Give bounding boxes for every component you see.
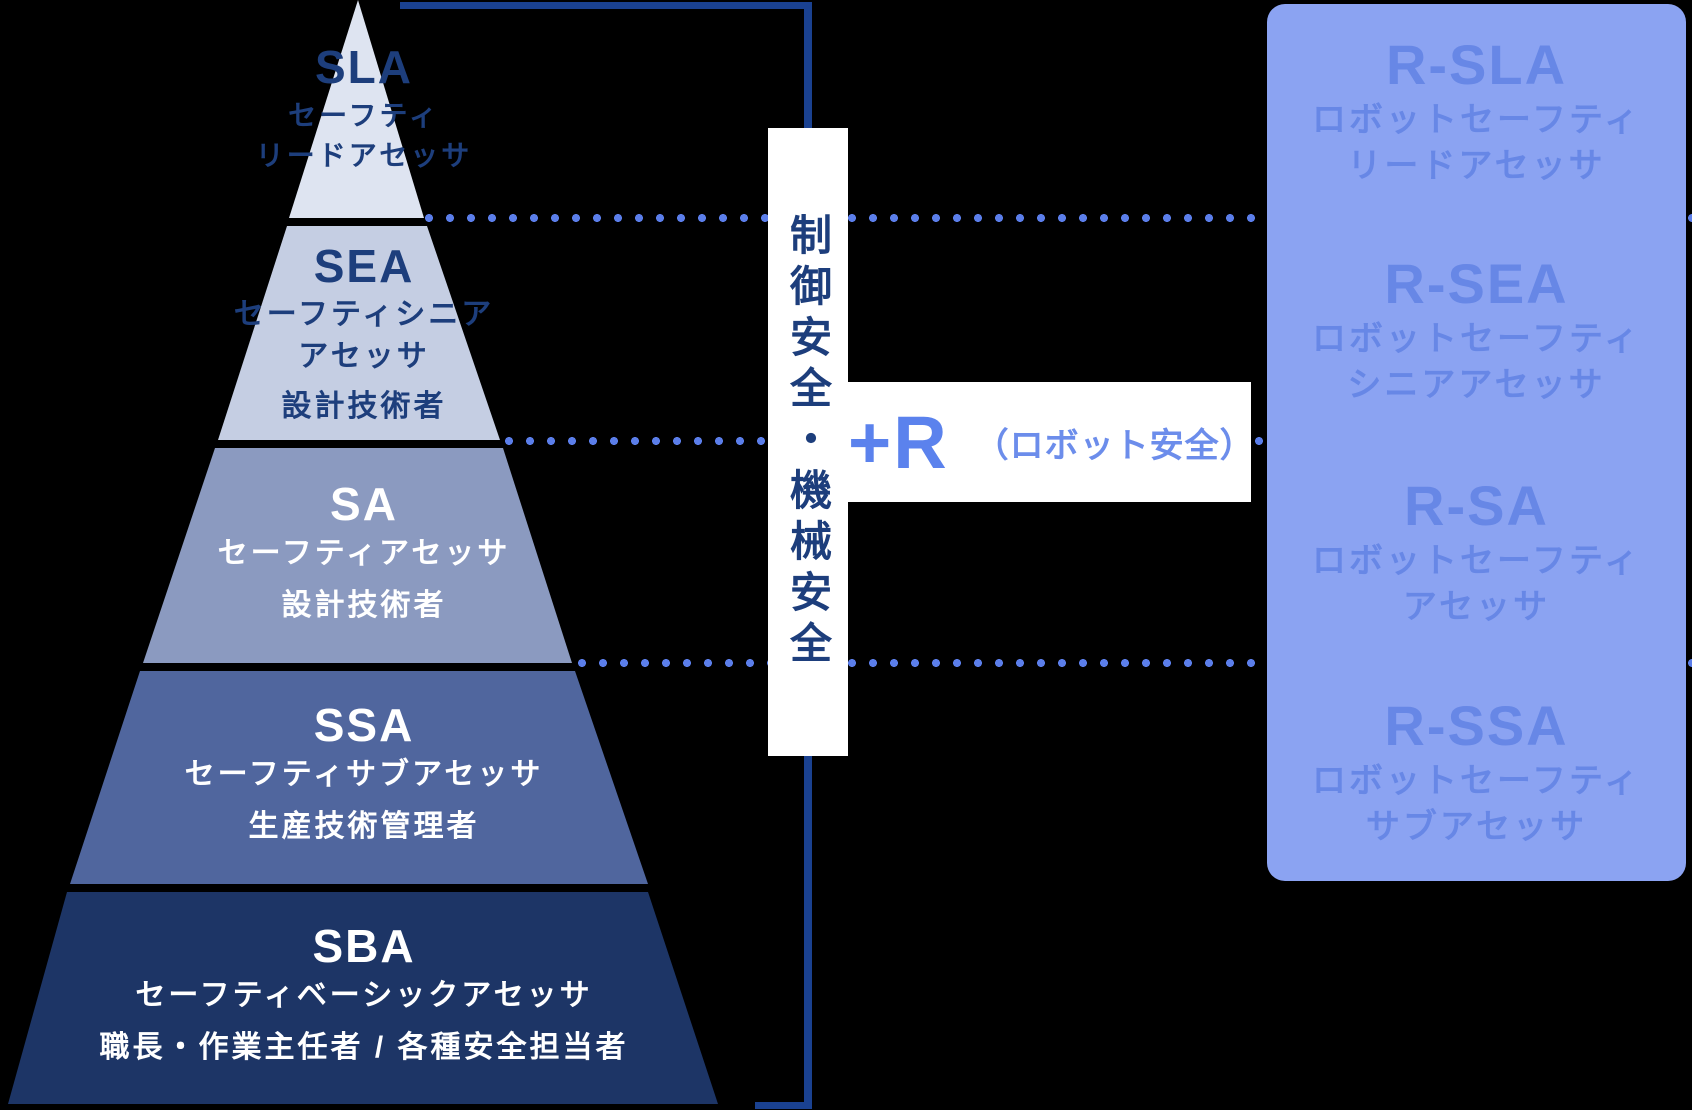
level-code: SLA [315, 41, 413, 93]
level-line: セーフティベーシックアセッサ [135, 979, 593, 1012]
pyramid-level-ssa-text: SSA セーフティサブアセッサ 生産技術管理者 [8, 697, 720, 849]
dotted-line-sla-sea-left [425, 214, 768, 222]
pyramid-level-sa-shape [143, 448, 572, 663]
level-line: リードアセッサ [255, 140, 473, 171]
plus-r-note: （ロボット安全） [974, 426, 1255, 465]
level-line: セーフティシニア [233, 298, 495, 331]
panel-line: アセッサ [1402, 588, 1551, 626]
level-code: SA [330, 478, 398, 530]
panel-section-r-sla: R-SLA ロボットセーフティ リードアセッサ [1267, 4, 1686, 218]
bracket-bottom-foot [755, 1102, 812, 1109]
panel-line: サブアセッサ [1365, 808, 1588, 846]
panel-section-r-ssa: R-SSA ロボットセーフティ サブアセッサ [1267, 663, 1686, 881]
panel-section-r-sa: R-SA ロボットセーフティ アセッサ [1267, 441, 1686, 663]
panel-line: ロボットセーフティ [1312, 319, 1641, 358]
level-code: SSA [313, 699, 415, 751]
panel-code: R-SA [1404, 474, 1549, 537]
panel-line: ロボットセーフティ [1312, 542, 1641, 580]
level-role: 設計技術者 [281, 390, 447, 423]
level-line: セーフティサブアセッサ [184, 758, 544, 791]
pyramid-level-ssa-shape [70, 671, 648, 884]
robot-safety-panel: R-SLA ロボットセーフティ リードアセッサ R-SEA ロボットセーフティ … [1267, 4, 1686, 881]
level-code: SBA [312, 920, 416, 972]
dotted-line-sa-ssa-left [578, 659, 768, 667]
level-line: セーフティアセッサ [217, 537, 511, 570]
plus-r-label: +R [848, 400, 949, 484]
level-role: 職長・作業主任者 / 各種安全担当者 [99, 1031, 629, 1064]
qualification-pyramid: SLA セーフティ リードアセッサ SEA セーフティシニア アセッサ 設計技術… [8, 0, 720, 1110]
level-line: セーフティ [288, 100, 440, 131]
panel-code: R-SLA [1385, 33, 1568, 96]
level-role: 生産技術管理者 [248, 810, 480, 843]
panel-section-r-sea: R-SEA ロボットセーフティ シニアアセッサ [1267, 218, 1686, 441]
bracket-top-line [400, 2, 812, 9]
pyramid-level-sea-text: SEA セーフティシニア アセッサ 設計技術者 [8, 238, 720, 428]
dotted-line-sea-sa-left [505, 437, 768, 445]
level-line: アセッサ [298, 340, 430, 373]
panel-line: ロボットセーフティ [1312, 101, 1641, 139]
panel-code: R-SSA [1384, 694, 1569, 757]
pyramid-level-sa-text: SA セーフティアセッサ 設計技術者 [8, 476, 720, 628]
pyramid-level-sba-shape [8, 892, 718, 1104]
level-code: SEA [313, 240, 415, 292]
pyramid-level-sla-text: SLA セーフティ リードアセッサ [8, 38, 720, 176]
level-role: 設計技術者 [281, 589, 447, 622]
panel-line: リードアセッサ [1347, 147, 1606, 185]
panel-code: R-SEA [1384, 251, 1569, 315]
plus-r-box: +R （ロボット安全） [848, 382, 1255, 502]
panel-line: シニアアセッサ [1347, 365, 1606, 404]
panel-line: ロボットセーフティ [1312, 762, 1641, 800]
bracket-vertical-upper [804, 2, 812, 130]
pyramid-level-sba-text: SBA セーフティベーシックアセッサ 職長・作業主任者 / 各種安全担当者 [8, 918, 720, 1070]
bracket-vertical-lower [804, 754, 812, 1109]
machine-safety-label: 制御安全・機械安全 [784, 212, 832, 672]
machine-safety-bar: 制御安全・機械安全 [768, 128, 848, 756]
